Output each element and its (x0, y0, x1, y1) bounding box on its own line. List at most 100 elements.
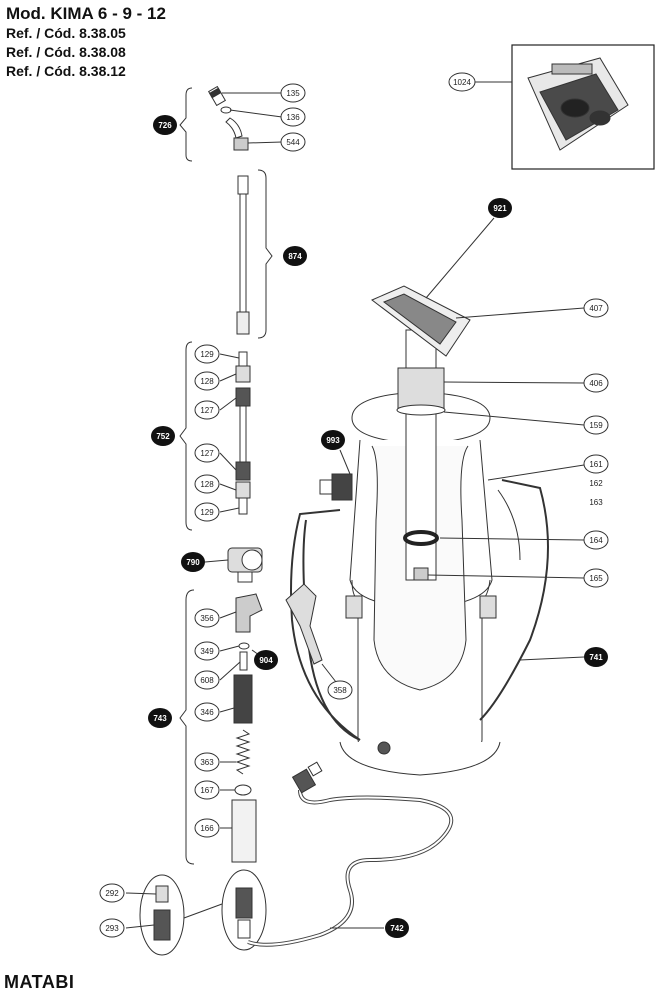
callout-921: 921 (488, 198, 512, 218)
callout-874-text: 874 (288, 252, 302, 261)
callout-743: 743 (148, 708, 172, 728)
callout-167-text: 167 (200, 786, 214, 795)
lance-tube (236, 175, 250, 335)
brand-logo: MATABI (4, 972, 75, 992)
callout-159-text: 159 (589, 421, 603, 430)
callout-127b: 127 (194, 443, 220, 463)
callout-163: 163 (589, 498, 603, 507)
callout-128a-text: 128 (200, 377, 214, 386)
callout-346-text: 346 (200, 708, 214, 717)
callout-127a-text: 127 (200, 406, 214, 415)
callout-358: 358 (327, 680, 353, 700)
callout-127b-text: 127 (200, 449, 214, 458)
callout-904-text: 904 (259, 656, 273, 665)
callout-161-text: 161 (589, 460, 603, 469)
callout-407-text: 407 (589, 304, 603, 313)
callout-136-text: 136 (286, 113, 300, 122)
callout-136: 136 (280, 107, 306, 127)
callout-363: 363 (194, 752, 220, 772)
flow-control-valve (227, 547, 263, 583)
callout-544-text: 544 (286, 138, 300, 147)
callout-356: 356 (194, 608, 220, 628)
callout-128b-text: 128 (200, 480, 214, 489)
callout-292-text: 292 (105, 889, 119, 898)
callout-167: 167 (194, 780, 220, 800)
callout-163-text: 163 (589, 498, 603, 507)
callout-406: 406 (583, 373, 609, 393)
callout-135-text: 135 (286, 89, 300, 98)
callout-904: 904 (254, 650, 278, 670)
callout-labels: 135 136 544 1024 407 129 128 127 406 159… (99, 72, 609, 938)
kit-inset-frame (511, 44, 655, 170)
header: Mod. KIMA 6 - 9 - 12 Ref. / Cód. 8.38.05… (6, 4, 166, 81)
callout-608-text: 608 (200, 676, 214, 685)
reference-code-3: Ref. / Cód. 8.38.12 (6, 63, 126, 79)
callout-752-text: 752 (156, 432, 170, 441)
detail-oval-hose-end (221, 869, 267, 951)
callout-293-text: 293 (105, 924, 119, 933)
callout-726: 726 (153, 115, 177, 135)
bracket-874 (257, 169, 273, 339)
callout-752: 752 (151, 426, 175, 446)
hose-tank-fitting (291, 761, 323, 794)
callout-358-text: 358 (333, 686, 347, 695)
pump-assembly (371, 285, 471, 581)
model-title: Mod. KIMA 6 - 9 - 12 (6, 4, 166, 23)
callout-129a: 129 (194, 344, 220, 364)
callout-742: 742 (385, 918, 409, 938)
callout-129b: 129 (194, 502, 220, 522)
callout-164-text: 164 (589, 536, 603, 545)
callout-874: 874 (283, 246, 307, 266)
callout-742-text: 742 (390, 924, 404, 933)
bracket-743 (179, 589, 195, 865)
hose-connector-parts (153, 885, 253, 941)
callout-346: 346 (194, 702, 220, 722)
callout-407: 407 (583, 298, 609, 318)
callout-164: 164 (583, 530, 609, 550)
bracket-726 (179, 87, 193, 162)
callout-608: 608 (194, 670, 220, 690)
callout-993: 993 (321, 430, 345, 450)
callout-293: 293 (99, 918, 125, 938)
callout-406-text: 406 (589, 379, 603, 388)
nozzle-assembly (207, 85, 249, 151)
reference-code-1: Ref. / Cód. 8.38.05 (6, 25, 126, 41)
callout-356-text: 356 (200, 614, 214, 623)
callout-159: 159 (583, 415, 609, 435)
callout-743-text: 743 (153, 714, 167, 723)
bracket-752 (179, 341, 193, 531)
callout-363-text: 363 (200, 758, 214, 767)
callout-129a-text: 129 (200, 350, 214, 359)
detail-oval-connector (139, 874, 185, 956)
callout-128a: 128 (194, 371, 220, 391)
reference-code-2: Ref. / Cód. 8.38.08 (6, 44, 126, 60)
callout-135: 135 (280, 83, 306, 103)
callout-921-text: 921 (493, 204, 507, 213)
callout-129b-text: 129 (200, 508, 214, 517)
callout-726-text: 726 (158, 121, 172, 130)
trigger-valve-assembly (231, 593, 263, 863)
callout-166-text: 166 (200, 824, 214, 833)
packaged-kit-image (527, 57, 629, 151)
lance-holder-clip (285, 583, 323, 665)
callout-349-text: 349 (200, 647, 214, 656)
shoulder-strap-right (479, 479, 549, 721)
callout-790: 790 (181, 552, 205, 572)
callout-544: 544 (280, 132, 306, 152)
callout-1024: 1024 (448, 72, 476, 92)
callout-790-text: 790 (186, 558, 200, 567)
callout-165: 165 (583, 568, 609, 588)
extension-tube (235, 351, 251, 515)
callout-292: 292 (99, 883, 125, 903)
callout-162: 162 (589, 479, 603, 488)
pressure-relief-valve (319, 473, 353, 501)
callout-1024-text: 1024 (453, 78, 471, 87)
callout-166: 166 (194, 818, 220, 838)
callout-162-text: 162 (589, 479, 603, 488)
callout-741-text: 741 (589, 653, 603, 662)
callout-349: 349 (194, 641, 220, 661)
callout-127a: 127 (194, 400, 220, 420)
callout-128b: 128 (194, 474, 220, 494)
callout-165-text: 165 (589, 574, 603, 583)
